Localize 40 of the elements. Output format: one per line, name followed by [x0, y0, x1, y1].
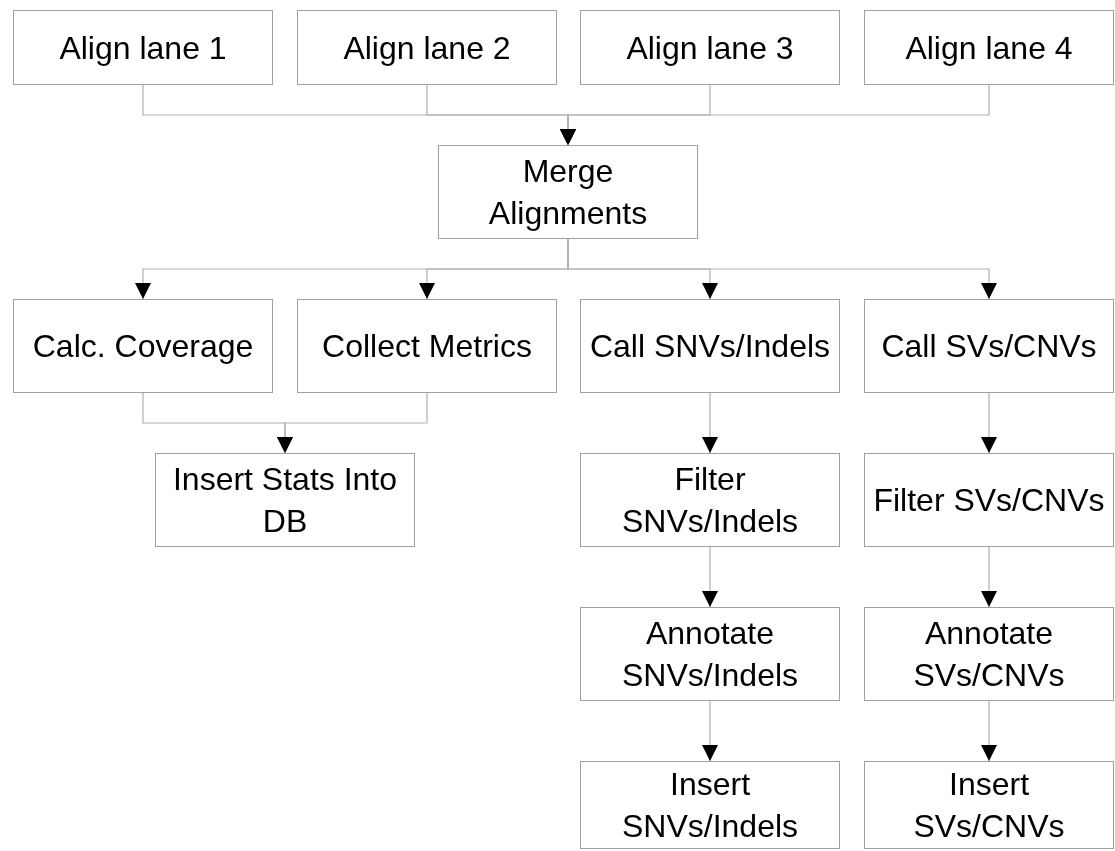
process-box: [297, 10, 557, 85]
step-label: Align lane 4: [905, 28, 1073, 68]
process-box: [297, 299, 557, 393]
step-label: Insert SVs/CNVs: [912, 765, 1066, 846]
step-label: Filter SNVs/Indels: [620, 460, 800, 541]
process-box: [864, 299, 1114, 393]
arrow: [560, 84, 990, 146]
process-box: [580, 453, 840, 547]
step-label: Insert Stats Into DB: [171, 460, 399, 541]
process-box: [155, 453, 415, 547]
arrow: [981, 546, 997, 608]
process-box: [580, 607, 840, 701]
arrow: [702, 700, 718, 762]
process-box: [580, 761, 840, 849]
arrow: [981, 700, 997, 762]
step-label: Annotate SNVs/Indels: [620, 614, 800, 695]
process-box: [580, 10, 840, 85]
arrow: [277, 392, 428, 454]
arrow: [702, 546, 718, 608]
step-label: Filter SVs/CNVs: [873, 481, 1105, 520]
process-box: [438, 145, 698, 239]
step-label: Collect Metrics: [322, 327, 532, 366]
process-box: [864, 607, 1114, 701]
process-box: [13, 10, 273, 85]
step-label: Merge Alignments: [487, 152, 649, 233]
step-label: Align lane 1: [59, 28, 227, 68]
step-label: Call SVs/CNVs: [881, 327, 1097, 366]
step-label: Call SNVs/Indels: [589, 327, 831, 366]
step-label: Insert SNVs/Indels: [620, 765, 800, 846]
step-label: Annotate SVs/CNVs: [912, 614, 1066, 695]
process-box: [864, 10, 1114, 85]
step-label: Calc. Coverage: [32, 327, 254, 366]
step-label: Align lane 3: [626, 28, 794, 68]
process-box: [864, 761, 1114, 849]
process-box: [864, 453, 1114, 547]
process-box: [580, 299, 840, 393]
arrow: [981, 392, 997, 454]
arrow: [702, 392, 718, 454]
process-box: [13, 299, 273, 393]
step-label: Align lane 2: [343, 28, 511, 68]
